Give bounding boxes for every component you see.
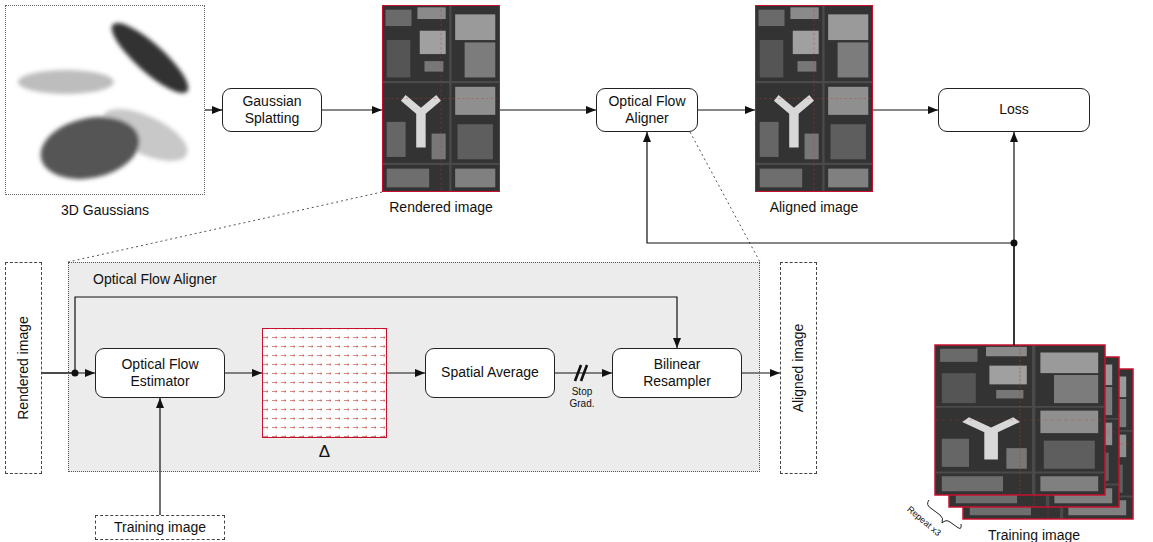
connector [742, 372, 780, 373]
process-box: Optical Flow Aligner [596, 88, 698, 132]
training-stack [935, 345, 1133, 519]
node-label: Optical Flow Aligner [93, 271, 217, 289]
annotation: Repeat x3 [901, 500, 947, 541]
connector [555, 372, 612, 373]
io-box: Aligned image [780, 262, 817, 474]
node-label: Loss [999, 101, 1029, 119]
node-label: Gaussian Splatting [229, 93, 315, 128]
node-label: Rendered image [15, 316, 33, 420]
process-box: Optical Flow Estimator [95, 348, 225, 398]
io-box: Rendered image [5, 262, 42, 474]
process-box: Bilinear Resampler [612, 348, 742, 398]
connector [205, 109, 222, 110]
image-stack: Training image [935, 345, 1133, 519]
node-label: Bilinear Resampler [619, 356, 735, 391]
inset-ground [68, 262, 760, 472]
connector [159, 398, 160, 515]
flow-field-ground [262, 328, 387, 438]
flow-field [262, 328, 387, 438]
node-label: Δ [233, 441, 416, 462]
io-box: Training image [95, 515, 225, 540]
flow-field-box: Δ [262, 328, 387, 438]
gaussian-ellipses [18, 14, 197, 188]
inset-panel: Optical Flow AlignerOptical Flow Estimat… [68, 262, 760, 472]
node-label: Aligned image [726, 199, 902, 217]
connector [387, 372, 425, 373]
process-box: Spatial Average [425, 348, 555, 398]
node-label: 3D Gaussians [0, 202, 234, 220]
annotation: Stop Grad. [560, 386, 604, 409]
node-label: Rendered image [353, 199, 529, 217]
connector [873, 109, 938, 110]
node-label: Optical Flow Aligner [603, 93, 691, 128]
image-box: Aligned image [755, 5, 873, 192]
aerial-image [382, 5, 500, 192]
connector [647, 132, 1014, 345]
node-label: Spatial Average [441, 364, 539, 382]
connector [500, 109, 596, 110]
connector [322, 109, 382, 110]
process-box: Loss [938, 88, 1090, 132]
process-box: Gaussian Splatting [222, 88, 322, 132]
node-label: Aligned image [790, 324, 808, 413]
node-label: Training image [114, 519, 206, 537]
image-box: Rendered image [382, 5, 500, 192]
connector [698, 109, 755, 110]
node-label: Optical Flow Estimator [102, 356, 218, 391]
aerial-image [755, 5, 873, 192]
connector [225, 372, 262, 373]
illustration-box: 3D Gaussians [5, 5, 205, 195]
